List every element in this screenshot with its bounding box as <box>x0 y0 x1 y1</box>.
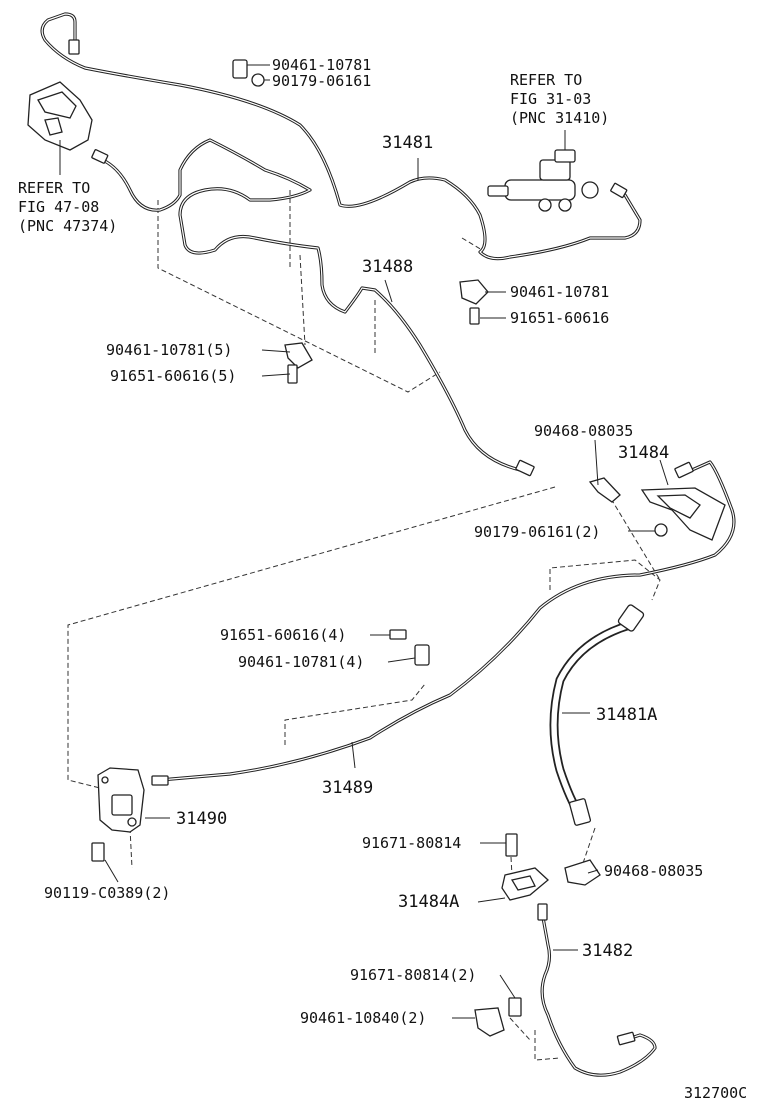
label-31482: 31482 <box>582 941 633 961</box>
label-31481: 31481 <box>382 133 433 153</box>
bolt-lower-icon <box>505 833 518 857</box>
label-bolt-90119: 90119-C0389(2) <box>44 884 170 902</box>
bracket-31490[interactable] <box>97 767 145 833</box>
pipe-fittings <box>68 39 694 1046</box>
pipe-31481[interactable] <box>40 12 642 261</box>
leader-lines <box>104 64 669 1019</box>
label-clamp-top: 90461-10781 <box>272 56 371 74</box>
hose-31481a[interactable] <box>549 604 645 826</box>
ref-31-03-line3: (PNC 31410) <box>510 109 609 127</box>
label-clip-lower: 90468-08035 <box>604 862 703 880</box>
label-31489: 31489 <box>322 778 373 798</box>
brake-actuator-47-08[interactable] <box>27 81 93 175</box>
label-nut-mid2: 90179-06161(2) <box>474 523 600 541</box>
master-cylinder-31-03[interactable] <box>487 130 599 212</box>
small-hardware <box>91 59 668 1037</box>
bolt-90119-icon <box>91 842 105 862</box>
ref-31-03-line1: REFER TO <box>510 71 582 89</box>
label-nut-top: 90179-06161 <box>272 72 371 90</box>
label-clamp-mid4: 90461-10781(4) <box>238 653 364 671</box>
nut-top-icon <box>251 73 265 87</box>
dashed-guides <box>67 190 661 1061</box>
ref-47-08-line1: REFER TO <box>18 179 90 197</box>
label-31488: 31488 <box>362 257 413 277</box>
label-31481a: 31481A <box>596 705 657 725</box>
label-bolt-mid4: 91651-60616(4) <box>220 626 346 644</box>
pipe-31482[interactable] <box>540 910 657 1077</box>
label-bolt-lower: 91671-80814 <box>362 834 461 852</box>
bracket-31484[interactable] <box>640 487 726 541</box>
ref-47-08: REFER TO FIG 47-08 (PNC 47374) <box>18 179 117 235</box>
clip-mid-icon <box>588 477 621 503</box>
clip-lower-icon <box>564 859 601 886</box>
nut-mid2-icon <box>654 523 668 537</box>
ref-31-03-line2: FIG 31-03 <box>510 90 591 108</box>
label-31490: 31490 <box>176 809 227 829</box>
label-clamp-left5: 90461-10781(5) <box>106 341 232 359</box>
label-bolt-right: 91651-60616 <box>510 309 609 327</box>
clamp-left5-icon <box>284 342 313 369</box>
label-31484a: 31484A <box>398 892 459 912</box>
pipe-31488[interactable] <box>96 138 522 472</box>
bolt-lower2-icon <box>508 997 522 1017</box>
clamp-10840-icon <box>474 1007 505 1037</box>
label-bolt-left5: 91651-60616(5) <box>110 367 236 385</box>
label-clamp-10840: 90461-10840(2) <box>300 1009 426 1027</box>
ref-47-08-line2: FIG 47-08 <box>18 198 99 216</box>
clamp-right-icon <box>459 279 489 305</box>
pipe-31489[interactable] <box>158 460 736 782</box>
clamp-top-icon <box>232 59 248 79</box>
figure-code: 312700C <box>684 1084 747 1102</box>
label-31484: 31484 <box>618 443 669 463</box>
clamp-mid4-icon <box>414 644 430 666</box>
bolt-right-icon <box>469 307 480 325</box>
label-clamp-right: 90461-10781 <box>510 283 609 301</box>
ref-31-03: REFER TO FIG 31-03 (PNC 31410) <box>510 71 609 127</box>
label-bolt-lower2: 91671-80814(2) <box>350 966 476 984</box>
ref-47-08-line3: (PNC 47374) <box>18 217 117 235</box>
bracket-31484a[interactable] <box>501 867 549 901</box>
label-clip-mid: 90468-08035 <box>534 422 633 440</box>
bolt-mid4-icon <box>389 629 407 640</box>
